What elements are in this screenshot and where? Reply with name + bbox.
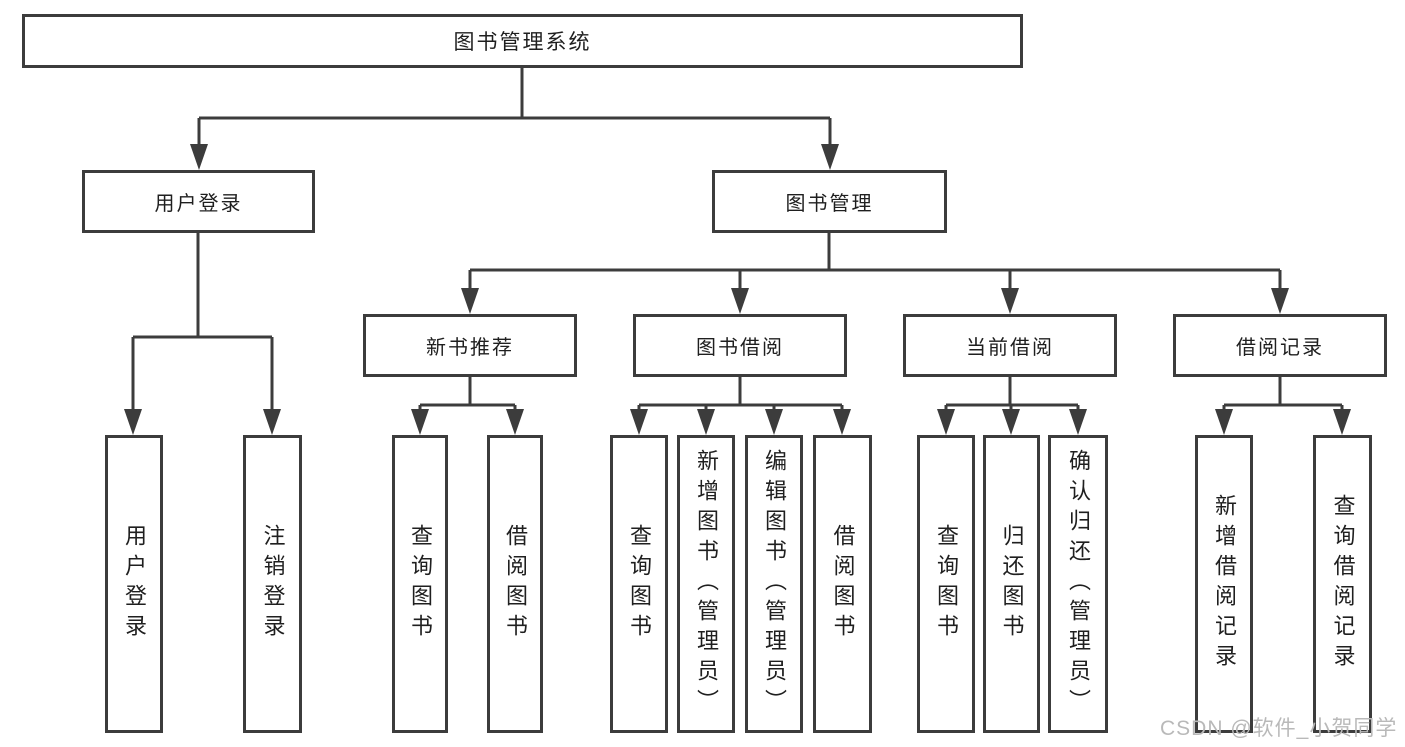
leaf-label: 编辑图书（管理员） — [762, 449, 787, 719]
leaf-label: 确认归还（管理员） — [1066, 449, 1091, 719]
leaf-confirm-return-admin: 确认归还（管理员） — [1048, 435, 1108, 733]
leaf-label: 借阅图书 — [830, 524, 856, 644]
connector-user-login — [124, 233, 281, 435]
leaf-label: 归还图书 — [999, 524, 1025, 644]
arrowhead — [697, 409, 715, 435]
node-user-login: 用户登录 — [82, 170, 315, 233]
node-book-management: 图书管理 — [712, 170, 947, 233]
leaf-label: 查询图书 — [627, 524, 652, 644]
arrowhead — [1069, 409, 1087, 435]
leaf-label: 查询图书 — [934, 524, 959, 644]
leaf-query-books: 查询图书 — [392, 435, 448, 733]
arrowhead — [1333, 409, 1351, 435]
leaf-edit-book-admin: 编辑图书（管理员） — [745, 435, 803, 733]
arrowhead — [263, 409, 281, 435]
leaf-label: 用户登录 — [122, 524, 147, 644]
connector-root — [190, 68, 839, 170]
arrowhead — [506, 409, 524, 435]
arrowhead — [190, 144, 208, 170]
leaf-borrow-books: 借阅图书 — [487, 435, 543, 733]
leaf-query-borrow-record: 查询借阅记录 — [1313, 435, 1372, 733]
arrowhead — [461, 288, 479, 314]
connector-book-management — [461, 233, 1289, 314]
leaf-query-books: 查询图书 — [610, 435, 668, 733]
arrowhead — [765, 409, 783, 435]
leaf-label: 借阅图书 — [503, 524, 528, 644]
arrowhead — [821, 144, 839, 170]
arrowhead — [630, 409, 648, 435]
leaf-add-book-admin: 新增图书（管理员） — [677, 435, 735, 733]
leaf-borrow-books: 借阅图书 — [813, 435, 872, 733]
leaf-label: 新增借阅记录 — [1212, 494, 1237, 674]
connector-borrowing-records — [1215, 377, 1351, 435]
leaf-return-books: 归还图书 — [983, 435, 1040, 733]
leaf-label: 查询图书 — [408, 524, 433, 644]
leaf-add-borrow-record: 新增借阅记录 — [1195, 435, 1253, 733]
leaf-label: 查询借阅记录 — [1330, 494, 1356, 674]
arrowhead — [731, 288, 749, 314]
arrowhead — [1271, 288, 1289, 314]
leaf-label: 新增图书（管理员） — [694, 449, 719, 719]
node-current-borrowing: 当前借阅 — [903, 314, 1117, 377]
node-library-system: 图书管理系统 — [22, 14, 1023, 68]
connector-current-borrowing — [937, 377, 1087, 435]
arrowhead — [1215, 409, 1233, 435]
node-new-book-recommendation: 新书推荐 — [363, 314, 577, 377]
arrowhead — [1002, 409, 1020, 435]
node-book-borrowing: 图书借阅 — [633, 314, 847, 377]
connector-new-book-recommendation — [411, 377, 524, 435]
watermark: CSDN @软件_小贺同学 — [1160, 717, 1398, 740]
node-borrowing-records: 借阅记录 — [1173, 314, 1387, 377]
arrowhead — [937, 409, 955, 435]
connector-book-borrowing — [630, 377, 851, 435]
arrowhead — [411, 409, 429, 435]
leaf-logout: 注销登录 — [243, 435, 302, 733]
arrowhead — [124, 409, 142, 435]
leaf-label: 注销登录 — [260, 524, 286, 644]
arrowhead — [1001, 288, 1019, 314]
arrowhead — [833, 409, 851, 435]
leaf-query-books: 查询图书 — [917, 435, 975, 733]
leaf-user-login: 用户登录 — [105, 435, 163, 733]
